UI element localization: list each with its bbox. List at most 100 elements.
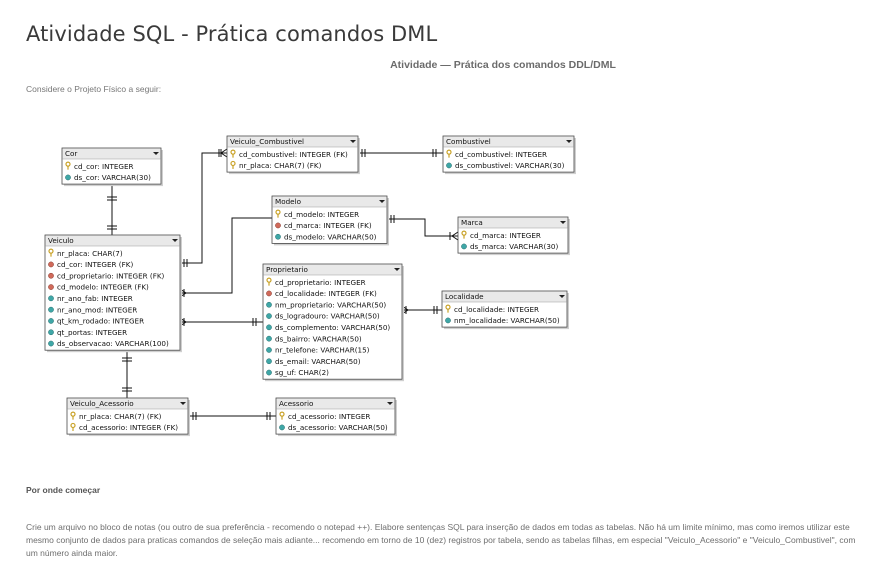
table-title: Modelo (275, 197, 301, 206)
table-column[interactable]: ds_marca: VARCHAR(30) (461, 242, 558, 251)
column-label: cd_modelo: INTEGER (284, 210, 359, 219)
table-column[interactable]: cd_proprietario: INTEGER (FK) (48, 271, 165, 280)
table-column[interactable]: sg_uf: CHAR(2) (266, 368, 329, 377)
table-title: Localidade (445, 292, 484, 301)
column-label: ds_acessorio: VARCHAR(50) (288, 423, 388, 432)
table-localidade[interactable]: Localidade cd_localidade: INTEGER nm_local… (441, 290, 569, 330)
column-label: nr_ano_fab: INTEGER (57, 294, 133, 303)
column-label: qt_km_rodado: INTEGER (57, 317, 144, 326)
column-label: ds_complemento: VARCHAR(50) (275, 323, 390, 332)
chevron-down-icon[interactable] (560, 221, 566, 224)
table-column[interactable]: ds_combustivel: VARCHAR(30) (446, 161, 565, 170)
table-column[interactable]: ds_email: VARCHAR(50) (266, 357, 361, 366)
attribute-icon (266, 335, 272, 342)
table-modelo[interactable]: Modelo cd_modelo: INTEGER cd_marca: INTEGE… (271, 195, 389, 246)
key-icon (70, 422, 76, 431)
chevron-down-icon[interactable] (379, 200, 385, 203)
table-column[interactable]: cd_proprietario: INTEGER (266, 277, 366, 287)
chevron-down-icon[interactable] (394, 268, 400, 271)
table-header (442, 291, 567, 302)
table-title: Veiculo_Combustivel (230, 137, 304, 146)
attribute-icon (48, 306, 54, 313)
chevron-down-icon[interactable] (153, 152, 159, 155)
table-column[interactable]: cd_localidade: INTEGER (445, 304, 539, 314)
table-column[interactable]: cd_marca: INTEGER (461, 230, 541, 240)
table-column[interactable]: cd_combustivel: INTEGER (446, 149, 547, 159)
table-column[interactable]: cd_modelo: INTEGER (FK) (48, 283, 149, 292)
column-label: qt_portas: INTEGER (57, 328, 127, 337)
table-header (45, 235, 180, 246)
table-cor[interactable]: Cor cd_cor: INTEGER ds_cor: VARCHAR(30) (61, 147, 163, 187)
table-column[interactable]: cd_cor: INTEGER (FK) (48, 260, 133, 269)
table-column[interactable]: nr_telefone: VARCHAR(15) (266, 346, 370, 355)
table-title: Cor (65, 149, 77, 158)
attribute-icon (446, 162, 452, 169)
column-label: cd_localidade: INTEGER (454, 305, 539, 314)
table-header (272, 196, 387, 207)
table-column[interactable]: ds_bairro: VARCHAR(50) (266, 334, 362, 343)
table-column[interactable]: nr_placa: CHAR(7) (FK) (230, 160, 322, 170)
table-column[interactable]: qt_km_rodado: INTEGER (48, 317, 144, 326)
column-label: ds_bairro: VARCHAR(50) (275, 334, 362, 343)
table-column[interactable]: cd_modelo: INTEGER (275, 209, 359, 219)
attribute-icon (48, 295, 54, 302)
column-label: ds_combustivel: VARCHAR(30) (455, 161, 565, 170)
table-column[interactable]: ds_logradouro: VARCHAR(50) (266, 312, 380, 321)
column-label: ds_logradouro: VARCHAR(50) (275, 312, 380, 321)
table-column[interactable]: nr_ano_fab: INTEGER (48, 294, 133, 303)
intro-text: Considere o Projeto Físico a seguir: (26, 84, 162, 94)
table-column[interactable]: ds_modelo: VARCHAR(50) (275, 232, 377, 241)
table-column[interactable]: ds_observacao: VARCHAR(100) (48, 339, 169, 348)
table-column[interactable]: nr_placa: CHAR(7) (48, 248, 123, 258)
chevron-down-icon[interactable] (559, 295, 565, 298)
table-column[interactable]: cd_acessorio: INTEGER (FK) (70, 422, 178, 432)
chevron-down-icon[interactable] (387, 402, 393, 405)
crows-foot (451, 231, 459, 241)
column-label: cd_cor: INTEGER (FK) (57, 260, 133, 269)
column-label: cd_marca: INTEGER (FK) (284, 221, 372, 230)
table-column[interactable]: ds_cor: VARCHAR(30) (65, 173, 151, 182)
column-label: nr_ano_mod: INTEGER (57, 305, 137, 314)
column-label: nr_placa: CHAR(7) (FK) (79, 412, 162, 421)
attribute-icon (48, 329, 54, 336)
rel-modelo-veiculo (180, 217, 272, 294)
table-column[interactable]: nr_ano_mod: INTEGER (48, 305, 137, 314)
chevron-down-icon[interactable] (172, 239, 178, 242)
table-column[interactable]: cd_acessorio: INTEGER (279, 411, 370, 421)
table-veiculo-combustivel[interactable]: Veiculo_Combustivel cd_combustivel: INTEG… (226, 135, 360, 175)
chevron-down-icon[interactable] (566, 140, 572, 143)
table-column[interactable]: cd_combustivel: INTEGER (FK) (230, 149, 348, 159)
chevron-down-icon[interactable] (180, 402, 186, 405)
table-column[interactable]: qt_portas: INTEGER (48, 328, 127, 337)
foreign-key-icon (48, 272, 54, 279)
table-column[interactable]: ds_acessorio: VARCHAR(50) (279, 423, 388, 432)
relationship-lines (107, 148, 459, 420)
table-column[interactable]: nm_proprietario: VARCHAR(50) (266, 300, 386, 309)
key-icon (275, 209, 281, 218)
key-icon (445, 304, 451, 313)
table-column[interactable]: nm_localidade: VARCHAR(50) (445, 316, 560, 325)
table-column[interactable]: cd_cor: INTEGER (65, 161, 134, 171)
attribute-icon (266, 369, 272, 376)
chevron-down-icon[interactable] (350, 140, 356, 143)
key-icon (70, 411, 76, 420)
column-label: sg_uf: CHAR(2) (275, 368, 329, 377)
table-column[interactable]: nr_placa: CHAR(7) (FK) (70, 411, 162, 421)
column-label: ds_modelo: VARCHAR(50) (284, 232, 377, 241)
table-box (262, 263, 403, 380)
table-column[interactable]: cd_marca: INTEGER (FK) (275, 221, 372, 230)
page-title: Atividade SQL - Prática comandos DML (26, 22, 438, 46)
column-label: ds_observacao: VARCHAR(100) (57, 339, 169, 348)
column-label: ds_marca: VARCHAR(30) (470, 242, 558, 251)
table-column[interactable]: ds_complemento: VARCHAR(50) (266, 323, 390, 332)
table-column[interactable]: cd_localidade: INTEGER (FK) (266, 289, 377, 298)
key-icon (461, 230, 467, 239)
attribute-icon (266, 347, 272, 353)
